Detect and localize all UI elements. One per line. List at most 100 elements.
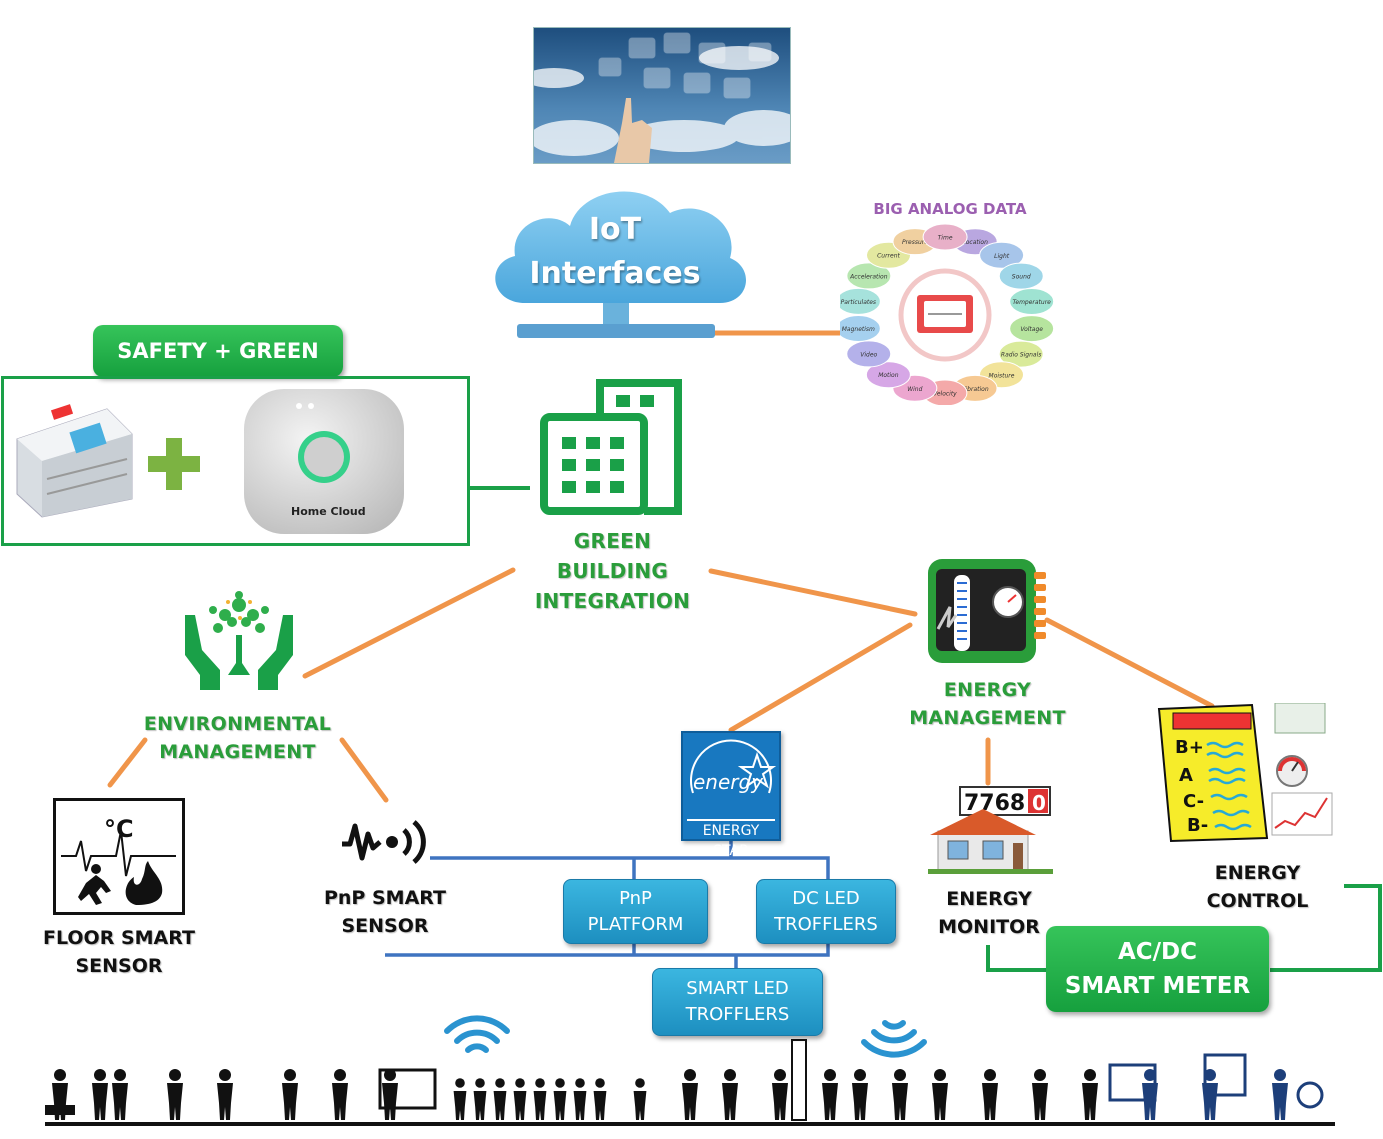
person-icon [332, 1069, 348, 1120]
meter-digits: 7768 [964, 791, 1025, 816]
dc-led-box: DC LED TROFFLERS [756, 879, 896, 944]
green-building-line1: GREEN [573, 529, 652, 553]
environmental-line1: ENVIRONMENTAL [143, 713, 332, 735]
person-icon [573, 1078, 587, 1120]
person-icon [633, 1078, 647, 1120]
pnp-bus-top [430, 856, 830, 880]
data-bubble-label: Wind [907, 386, 922, 393]
person-icon [822, 1069, 838, 1120]
energy-control-line1: ENERGY [1214, 862, 1301, 884]
floor-sensor-icon: °C [53, 798, 185, 915]
energy-control-line2: CONTROL [1206, 890, 1309, 912]
monitor-meter-connector [986, 945, 1046, 972]
person-icon [682, 1069, 698, 1120]
screen-icon [378, 1068, 437, 1110]
plus-icon [148, 438, 200, 490]
data-bubble [998, 340, 1044, 368]
person-icon [112, 1069, 128, 1120]
person-icon [982, 1069, 998, 1120]
floor-sensor-line2: SENSOR [75, 955, 163, 977]
running-person-icon [78, 864, 111, 905]
big-data-title: BIG ANALOG DATA [873, 200, 1027, 218]
energy-star-logo: energy ENERGY STAR [681, 731, 781, 859]
presentation-board-icon [1108, 1063, 1157, 1102]
energy-control-label: ENERGY CONTROL [1195, 859, 1320, 915]
data-bubble-label: Particulates [841, 299, 876, 306]
energy-monitor-icon: 7768 0 [928, 783, 1053, 875]
person-icon [533, 1078, 547, 1120]
person-icon [513, 1078, 527, 1120]
home-cloud-hub-icon: Home Cloud [244, 389, 404, 534]
smart-meter-line2: SMART METER [1064, 973, 1251, 999]
data-bubble [998, 262, 1044, 290]
data-bubble-label: Time [938, 235, 953, 242]
energy-management-icon [928, 559, 1046, 663]
grade-letter: B+ [1175, 737, 1204, 758]
floor-sensor-line1: FLOOR SMART [43, 927, 195, 949]
energy-monitor-label: ENERGY MONITOR [925, 885, 1053, 941]
person-icon [92, 1069, 108, 1120]
pnp-platform-box: PnP PLATFORM [563, 879, 708, 944]
grade-letter: B- [1187, 815, 1208, 836]
safety-green-box: Home Cloud [1, 376, 470, 546]
data-bubble [1009, 315, 1055, 343]
person-icon [772, 1069, 788, 1120]
data-bubble-label: Motion [878, 372, 899, 379]
person-icon [932, 1069, 948, 1120]
person-icon [892, 1069, 908, 1120]
energy-monitor-line2: MONITOR [938, 916, 1040, 938]
data-bubble-label: Voltage [1020, 326, 1043, 333]
data-bubble-label: Temperature [1012, 299, 1051, 306]
ladder-icon [791, 1039, 807, 1121]
cloud-title-line2: Interfaces [529, 256, 701, 291]
person-icon [1272, 1069, 1288, 1120]
data-bubble-label: Sound [1012, 274, 1031, 281]
building-energy-connector [708, 568, 918, 617]
smart-led-line1: SMART LED [686, 978, 789, 999]
control-meter-connector [1270, 884, 1382, 972]
data-bubble-label: Magnetism [842, 326, 875, 333]
iot-cloud: IoT Interfaces [485, 178, 755, 343]
env-pnp-connector [339, 737, 389, 803]
dc-led-line1: DC LED [792, 887, 860, 909]
pnp-platform-line2: PLATFORM [587, 913, 684, 935]
green-building-line2: BUILDING [556, 559, 669, 583]
green-building-label: GREEN BUILDING INTEGRATION [520, 526, 705, 616]
dc-led-line2: TROFFLERS [774, 913, 878, 935]
meter-tenths: 0 [1032, 791, 1046, 815]
fire-icon [125, 861, 163, 905]
wireless-sensor-icon [342, 820, 426, 864]
smart-meter-box: AC/DC SMART METER [1046, 926, 1269, 1012]
green-building-line3: INTEGRATION [534, 589, 691, 613]
environmental-label: ENVIRONMENTAL MANAGEMENT [135, 710, 340, 766]
energy-mgmt-line1: ENERGY [943, 679, 1032, 701]
cloud-title-line1: IoT [588, 212, 642, 247]
person-icon [553, 1078, 567, 1120]
env-floor-connector [107, 737, 148, 788]
smart-meter-line1: AC/DC [1117, 939, 1198, 965]
person-icon [167, 1069, 183, 1120]
person-icon [453, 1078, 467, 1120]
pnp-platform-line1: PnP [619, 887, 652, 909]
grade-letter: C- [1183, 791, 1204, 812]
smart-led-box: SMART LED TROFFLERS [652, 968, 823, 1036]
data-bubble-label: Radio Signals [1001, 352, 1041, 359]
hub-brand-text: Home Cloud [291, 505, 366, 518]
data-bubble [846, 262, 892, 290]
cloud-monitor-icon [495, 191, 747, 338]
data-bubble-label: Video [860, 351, 877, 358]
person-icon [217, 1069, 233, 1120]
person-icon [852, 1069, 868, 1120]
hands-tree-icon [185, 591, 293, 690]
energy-monitor-line1: ENERGY [946, 888, 1032, 910]
interrupter-device-icon [16, 404, 133, 518]
data-bubble-label: Vibration [961, 386, 988, 393]
person-icon [282, 1069, 298, 1120]
person-icon [382, 1069, 398, 1120]
cloud-touch-photo [533, 27, 791, 164]
smart-home-thumb [1274, 702, 1326, 734]
data-bubble [846, 340, 892, 368]
person-icon [493, 1078, 507, 1120]
data-bubble-label: Location [962, 239, 988, 246]
